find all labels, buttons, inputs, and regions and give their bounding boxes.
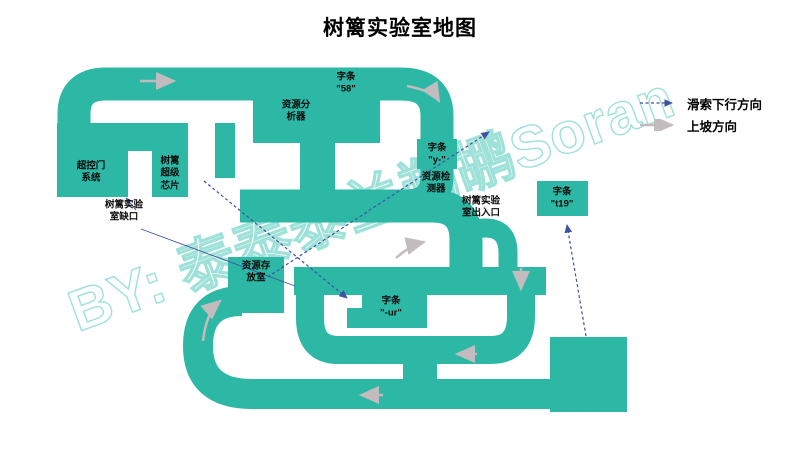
- legend-zipline-label: 滑索下行方向: [687, 97, 763, 112]
- block-hedge-chip: [152, 151, 188, 197]
- uphill-arrows: [140, 72, 530, 404]
- legend-uphill-row: 上坡方向: [638, 114, 762, 136]
- zipline-to-t19: [564, 224, 587, 337]
- block-resource-analyzer: [253, 95, 380, 143]
- legend: 滑索下行方向 上坡方向: [638, 92, 762, 136]
- zipline-lines: [125, 131, 587, 337]
- arrow-entrance-up-curve: [395, 237, 427, 259]
- track-lower-middle-road: [336, 293, 535, 364]
- leader-line-diagonal: [140, 228, 296, 287]
- track-top-loop: [57, 67, 454, 197]
- legend-uphill-label: 上坡方向: [687, 119, 738, 134]
- uphill-arrow-icon: [640, 119, 675, 131]
- block-note-t19: [537, 181, 588, 216]
- block-note-ur: [347, 290, 427, 328]
- page-title: 树篱实验室地图: [323, 17, 477, 40]
- block-gate-system: [57, 151, 128, 197]
- zipline-storage-up: [262, 131, 490, 281]
- block-bottom-right: [550, 337, 627, 412]
- block-resource-storage: [228, 257, 284, 313]
- leader-breach-arrow: [125, 197, 137, 211]
- zipline-arrow-icon: [640, 99, 673, 107]
- legend-zipline-row: 滑索下行方向: [638, 92, 762, 114]
- block-top-left-bar: [57, 123, 188, 151]
- track-roads: [57, 67, 560, 409]
- block-note-y: [417, 139, 457, 169]
- arrow-top-right-curve: [406, 80, 441, 103]
- block-analyzer-stem: [300, 143, 335, 199]
- arrow-storage-up-curve: [200, 299, 222, 342]
- track-blocks: [57, 95, 627, 412]
- track-entrance-arch: [453, 218, 518, 292]
- block-right-column: [215, 123, 235, 178]
- track-left-branch: [296, 276, 340, 364]
